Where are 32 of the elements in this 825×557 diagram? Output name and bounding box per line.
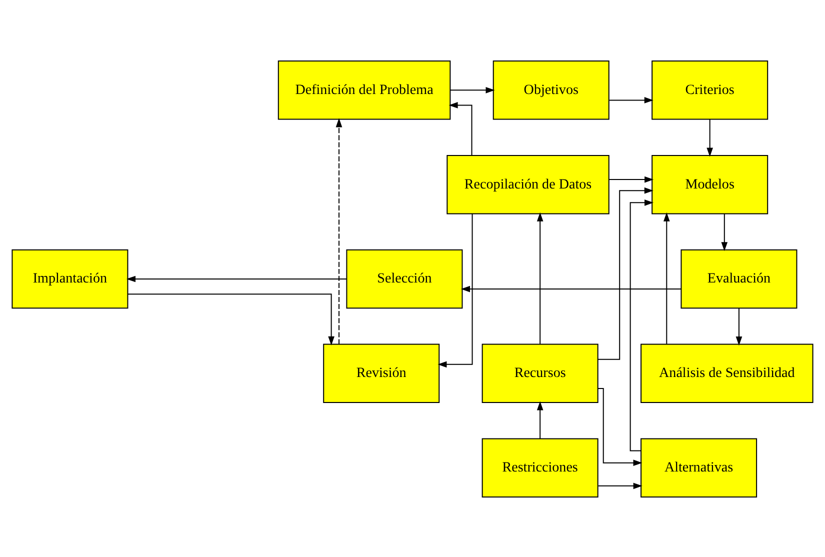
node-box: Modelos [652,154,768,214]
arrow [126,275,347,282]
node-box: Objetivos [492,60,610,120]
node-box: Evaluación [680,248,798,308]
node-box: Alternativas [640,438,758,497]
arrow [736,308,742,346]
arrow [448,102,472,155]
arrow [721,213,728,251]
node-box: Recopilación de Datos [446,154,610,214]
arrow [609,96,654,103]
arrow [450,86,495,93]
arrow [536,212,544,344]
node-box: Revisión [323,343,440,403]
node-box: Restricciones [482,438,598,497]
node-box: Selección [346,248,463,308]
node-box: Implantación [12,248,128,308]
arrow [706,119,713,156]
arrow [663,212,670,344]
node-box: Criterios [652,60,768,120]
arrow [630,198,654,451]
arrow [598,186,654,360]
arrow [598,482,642,489]
node-box: Recursos [482,343,598,403]
node-box: Análisis de Sensibilidad [640,343,814,403]
arrow [460,285,682,292]
arrow [336,118,342,344]
arrow [609,176,654,182]
arrow [598,388,642,466]
arrow [536,400,544,438]
arrow [128,293,334,345]
arrow [438,213,473,368]
node-box: Definición del Problema [278,60,451,120]
